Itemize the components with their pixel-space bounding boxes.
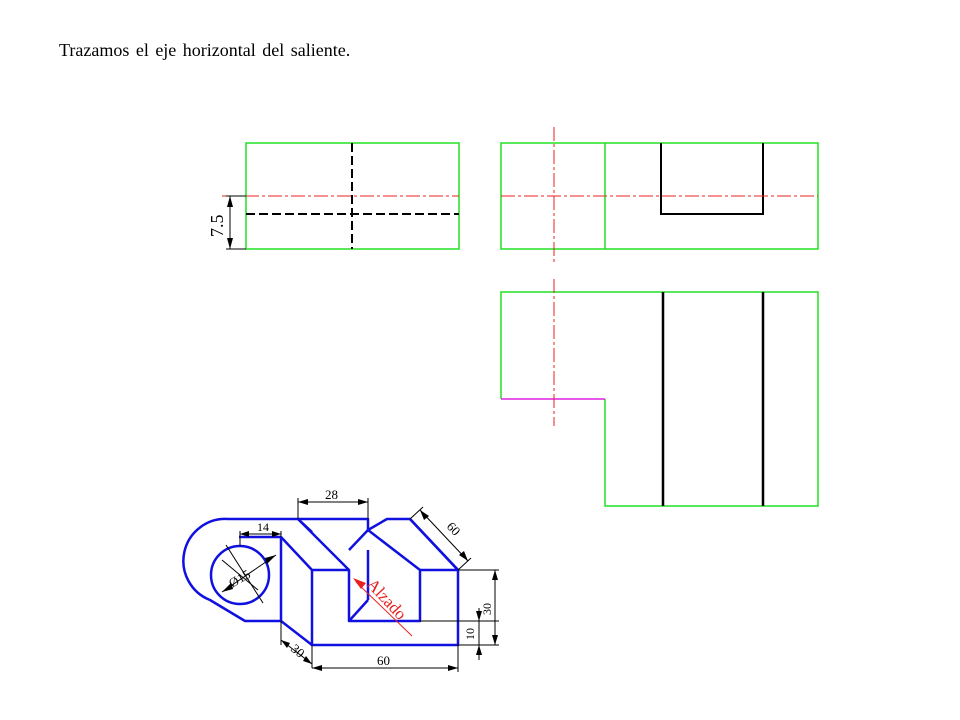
dimension-arrowhead — [459, 551, 468, 561]
dimension-14 — [239, 531, 282, 546]
center-line — [221, 559, 259, 591]
dimension-label-28: 28 — [325, 487, 338, 502]
dimension-label-30-vertical: 30 — [480, 603, 494, 615]
hole-dimension — [221, 544, 277, 604]
dimension-arrowhead — [222, 583, 233, 592]
slot-inner-edge — [348, 599, 369, 622]
view-top-right — [500, 127, 819, 262]
lug-diagonal — [280, 620, 313, 646]
dimension-arrowhead — [476, 645, 482, 655]
dimension-label-14: 14 — [257, 520, 269, 534]
dimension-arrowhead — [227, 196, 233, 207]
view-bottom-right — [500, 279, 819, 507]
dimension-extension — [409, 506, 424, 520]
dimension-arrowhead — [303, 656, 312, 664]
dimension-28 — [297, 498, 369, 519]
dimension-60-diagonal — [409, 506, 472, 571]
view-top-left: 7.5 — [207, 142, 460, 250]
step-caption: Trazamos el eje horizontal del saliente. — [59, 40, 351, 60]
dimension-arrowhead — [476, 611, 482, 621]
dimension-label-60-diagonal: 60 — [444, 519, 464, 539]
dimension-arrowhead — [265, 555, 276, 564]
isometric-view — [182, 517, 460, 647]
dimension-arrowhead — [281, 640, 290, 648]
dimension-arrowhead — [420, 510, 429, 520]
view-outline — [500, 291, 819, 507]
dimension-30-10 — [420, 569, 499, 660]
dimension-30-diagonal — [280, 621, 313, 668]
view-direction-arrow — [353, 578, 413, 637]
dimension-arrowhead — [298, 499, 308, 505]
dimension-label-30-diagonal: 30 — [288, 641, 308, 661]
dimension-arrowhead — [492, 635, 498, 645]
dimension-extension — [457, 557, 472, 571]
dimension-arrowhead — [358, 499, 368, 505]
dimension-arrowhead — [492, 570, 498, 580]
dimension-arrowhead — [227, 238, 233, 249]
dimension-arrowhead — [448, 665, 458, 671]
right-block-edge — [367, 529, 421, 571]
arrow-head — [353, 578, 366, 589]
dimension-arrowhead — [240, 531, 249, 537]
slot-profile — [660, 143, 764, 215]
lug-outline — [182, 517, 298, 623]
dimension-label-10: 10 — [463, 628, 477, 640]
right-block-edge — [409, 518, 459, 571]
dimension-arrowhead — [272, 531, 281, 537]
lug-diagonal — [280, 536, 313, 571]
center-line — [225, 544, 264, 604]
dimension-arrowhead — [312, 665, 322, 671]
left-block-edge — [297, 518, 350, 571]
dimension-60-bottom — [312, 645, 459, 672]
left-block-edge — [348, 529, 369, 551]
dimension-label-7-5: 7.5 — [207, 215, 227, 238]
view-direction-label: Alzado — [363, 575, 410, 624]
dimension-label-60-bottom: 60 — [377, 653, 390, 668]
right-block-top — [367, 517, 459, 571]
arrow-shaft — [355, 581, 413, 637]
dimension-line — [419, 509, 469, 562]
